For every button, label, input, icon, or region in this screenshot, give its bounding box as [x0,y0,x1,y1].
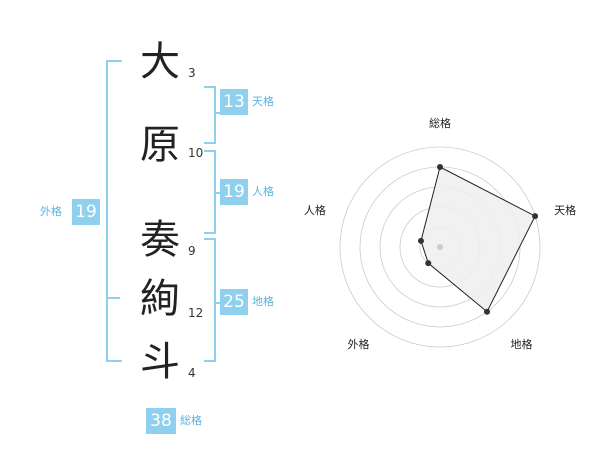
name-char-5: 斗 [140,339,180,385]
radar-point-2 [532,213,539,220]
radar-point-5 [417,237,424,244]
name-char-4: 絢 [140,276,180,322]
gaikaku-bracket [106,60,122,362]
tenkaku-bracket-tick [214,112,220,114]
chikaku-bracket [204,238,216,362]
stroke-count-3: 9 [188,244,196,258]
chikaku-bracket-tick [214,302,220,304]
jinkaku-label: 人格 [252,185,274,198]
jinkaku-value: 19 [220,179,248,205]
chikaku-label: 地格 [252,295,274,308]
radar-axis-label-1: 総格 [429,116,451,130]
radar-point-4 [425,260,432,267]
name-char-1: 大 [140,39,180,85]
name-char-2: 原 [140,122,180,168]
soukaku-value: 38 [146,408,176,434]
radar-axis-label-5: 人格 [304,203,326,217]
name-char-3: 奏 [140,217,180,263]
gaikaku-label: 外格 [40,205,62,218]
tenkaku-bracket [204,86,216,144]
radar-point-3 [484,308,491,315]
jinkaku-bracket-tick [214,192,220,194]
radar-center-dot [437,244,443,250]
stroke-count-1: 3 [188,66,196,80]
tenkaku-label: 天格 [252,95,274,108]
stroke-count-5: 4 [188,366,196,380]
tenkaku-value: 13 [220,89,248,115]
radar-axis-label-4: 外格 [347,337,369,351]
gaikaku-bracket-tick [106,297,120,299]
stroke-count-2: 10 [188,146,204,160]
radar-axis-label-2: 天格 [554,203,576,217]
stroke-count-4: 12 [188,306,204,320]
gaikaku-value: 19 [72,199,100,225]
chikaku-value: 25 [220,289,248,315]
soukaku-label: 総格 [180,414,202,427]
radar-axis-label-3: 地格 [511,337,533,351]
radar-area [420,166,536,313]
radar-point-1 [437,164,443,170]
radar-ring-5 [339,146,541,348]
